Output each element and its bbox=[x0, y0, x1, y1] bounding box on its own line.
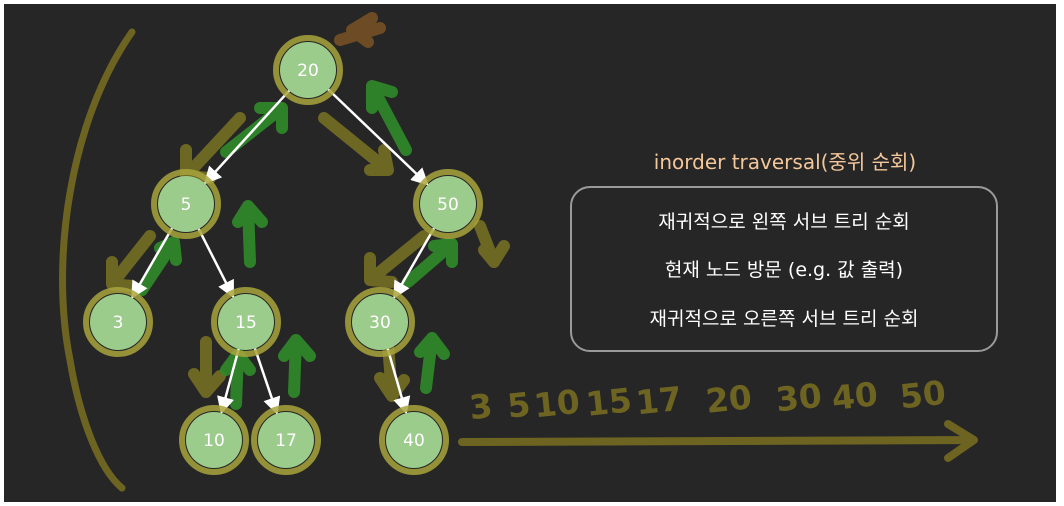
node-outline bbox=[151, 169, 221, 239]
node-circle bbox=[352, 294, 408, 350]
tree-node: 17 bbox=[251, 405, 321, 475]
node-label: 3 bbox=[113, 313, 124, 333]
node-outline bbox=[211, 287, 281, 357]
tree-node: 15 bbox=[211, 287, 281, 357]
node-label: 20 bbox=[297, 61, 319, 81]
node-outline bbox=[273, 35, 343, 105]
sequence-value: 15 bbox=[584, 380, 634, 424]
node-label: 5 bbox=[181, 195, 192, 215]
tree-node: 10 bbox=[179, 405, 249, 475]
node-circle bbox=[158, 176, 214, 232]
annotation-title: inorder traversal(중위 순회) bbox=[653, 150, 917, 174]
node-outline bbox=[83, 287, 153, 357]
node-label: 10 bbox=[203, 431, 225, 451]
node-outline bbox=[413, 169, 483, 239]
node-label: 30 bbox=[369, 313, 391, 333]
edges-layer bbox=[131, 88, 436, 415]
step-2: 현재 노드 방문 (e.g. 값 출력) bbox=[664, 259, 904, 282]
sequence-value: 40 bbox=[830, 374, 880, 418]
sequence-arrow bbox=[458, 420, 978, 462]
node-circle bbox=[420, 176, 476, 232]
tree-edge bbox=[393, 227, 436, 300]
sequence-value: 3 bbox=[467, 386, 494, 427]
node-circle bbox=[218, 294, 274, 350]
node-circle bbox=[186, 412, 242, 468]
node-label: 50 bbox=[437, 195, 459, 215]
tree-edge bbox=[197, 228, 234, 299]
node-label: 17 bbox=[275, 431, 297, 451]
sequence-value: 10 bbox=[532, 382, 582, 426]
tree-edge bbox=[253, 348, 281, 415]
steps-box: 재귀적으로 왼쪽 서브 트리 순회 현재 노드 방문 (e.g. 값 출력) 재… bbox=[570, 186, 998, 352]
node-circle bbox=[386, 412, 442, 468]
sequence-value: 50 bbox=[898, 373, 948, 417]
tree-node: 20 bbox=[273, 35, 343, 105]
sequence-value: 30 bbox=[774, 376, 824, 420]
node-outline bbox=[179, 405, 249, 475]
node-outline bbox=[251, 405, 321, 475]
node-circle bbox=[280, 42, 336, 98]
node-outline bbox=[345, 287, 415, 357]
node-label: 40 bbox=[403, 431, 425, 451]
tree-edge bbox=[131, 227, 174, 300]
node-outline bbox=[379, 405, 449, 475]
tree-node: 3 bbox=[83, 287, 153, 357]
tree-edge bbox=[217, 348, 240, 415]
tree-node: 30 bbox=[345, 287, 415, 357]
node-label: 15 bbox=[235, 313, 257, 333]
step-3: 재귀적으로 오른쪽 서브 트리 순회 bbox=[649, 308, 919, 331]
nodes-layer: 20 5 50 3 15 30 10 17 40 bbox=[83, 35, 483, 475]
tree-node: 50 bbox=[413, 169, 483, 239]
node-circle bbox=[258, 412, 314, 468]
left-bracket-stroke bbox=[59, 28, 136, 492]
sequence-value: 20 bbox=[704, 377, 754, 421]
step-1: 재귀적으로 왼쪽 서브 트리 순회 bbox=[658, 210, 910, 233]
sequence-value: 17 bbox=[634, 379, 684, 423]
tree-edge bbox=[327, 88, 429, 186]
tree-edge bbox=[386, 348, 411, 415]
node-circle bbox=[90, 294, 146, 350]
sequence-value: 5 bbox=[505, 384, 532, 425]
tree-node: 5 bbox=[151, 169, 221, 239]
ascend-markers bbox=[136, 80, 458, 410]
tree-edge bbox=[203, 89, 291, 185]
tree-node: 40 bbox=[379, 405, 449, 475]
